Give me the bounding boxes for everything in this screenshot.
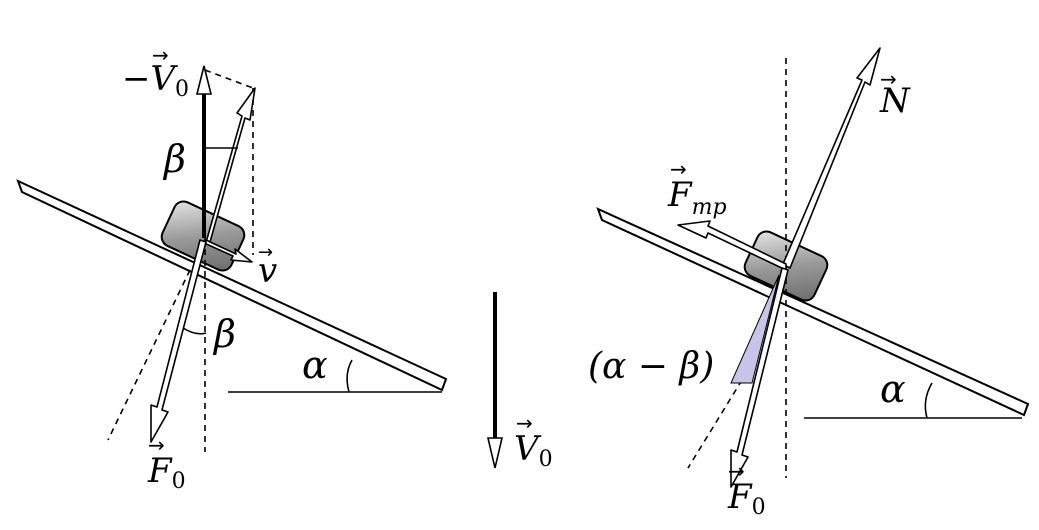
- left-parallelogram-top: [204, 69, 254, 89]
- right-alpha-beta-wedge: [730, 274, 780, 384]
- left-minus-v0-arrow-accent: →: [152, 43, 169, 67]
- right-alpha-label: α: [880, 367, 906, 411]
- left-v0-head: [486, 437, 504, 469]
- left-alpha-label: α: [302, 343, 328, 387]
- left-f0-vector: [150, 239, 207, 443]
- left-f0-label: F0: [147, 451, 186, 494]
- right-f0-arrow-accent: →: [728, 459, 745, 483]
- left-beta-top-label: β: [162, 137, 186, 181]
- left-beta-bottom-label: β: [212, 312, 236, 356]
- right-n-arrow-accent: →: [880, 67, 897, 91]
- left-minus-v0-label: −V0: [122, 59, 189, 102]
- left-incline: [16, 179, 448, 392]
- right-fmp-vector: [677, 220, 787, 271]
- left-beta-bottom-arc: [182, 327, 207, 335]
- left-v-arrow-accent: →: [258, 242, 273, 263]
- right-alpha-arc: [924, 382, 933, 419]
- left-v-vector: [203, 239, 253, 263]
- left-minus-v0-head: [195, 65, 213, 95]
- left-v-label: v: [258, 251, 277, 291]
- right-f0-vector: [730, 267, 789, 488]
- left-f0-arrow-accent: →: [148, 433, 165, 457]
- left-figure: −V0 → β v → β α F0 → V0 →: [16, 43, 553, 494]
- right-n-vector: [782, 47, 881, 269]
- left-alpha-arc: [346, 359, 353, 393]
- left-extension-dashed: [107, 269, 191, 441]
- right-figure: N → Fmp → (α − β) α F0 →: [588, 47, 1030, 520]
- right-f0-label: F0: [727, 477, 766, 520]
- right-fmp-arrow-accent: →: [670, 157, 687, 181]
- left-resultant-vector: [205, 87, 256, 243]
- right-incline: [596, 207, 1030, 417]
- right-alpha-minus-beta-label: (α − β): [588, 346, 714, 387]
- right-fmp-label: Fmp: [667, 175, 727, 220]
- left-v0-arrow-accent: →: [516, 411, 533, 435]
- right-n-label: N: [879, 81, 911, 121]
- left-v0-label: V0: [514, 429, 553, 472]
